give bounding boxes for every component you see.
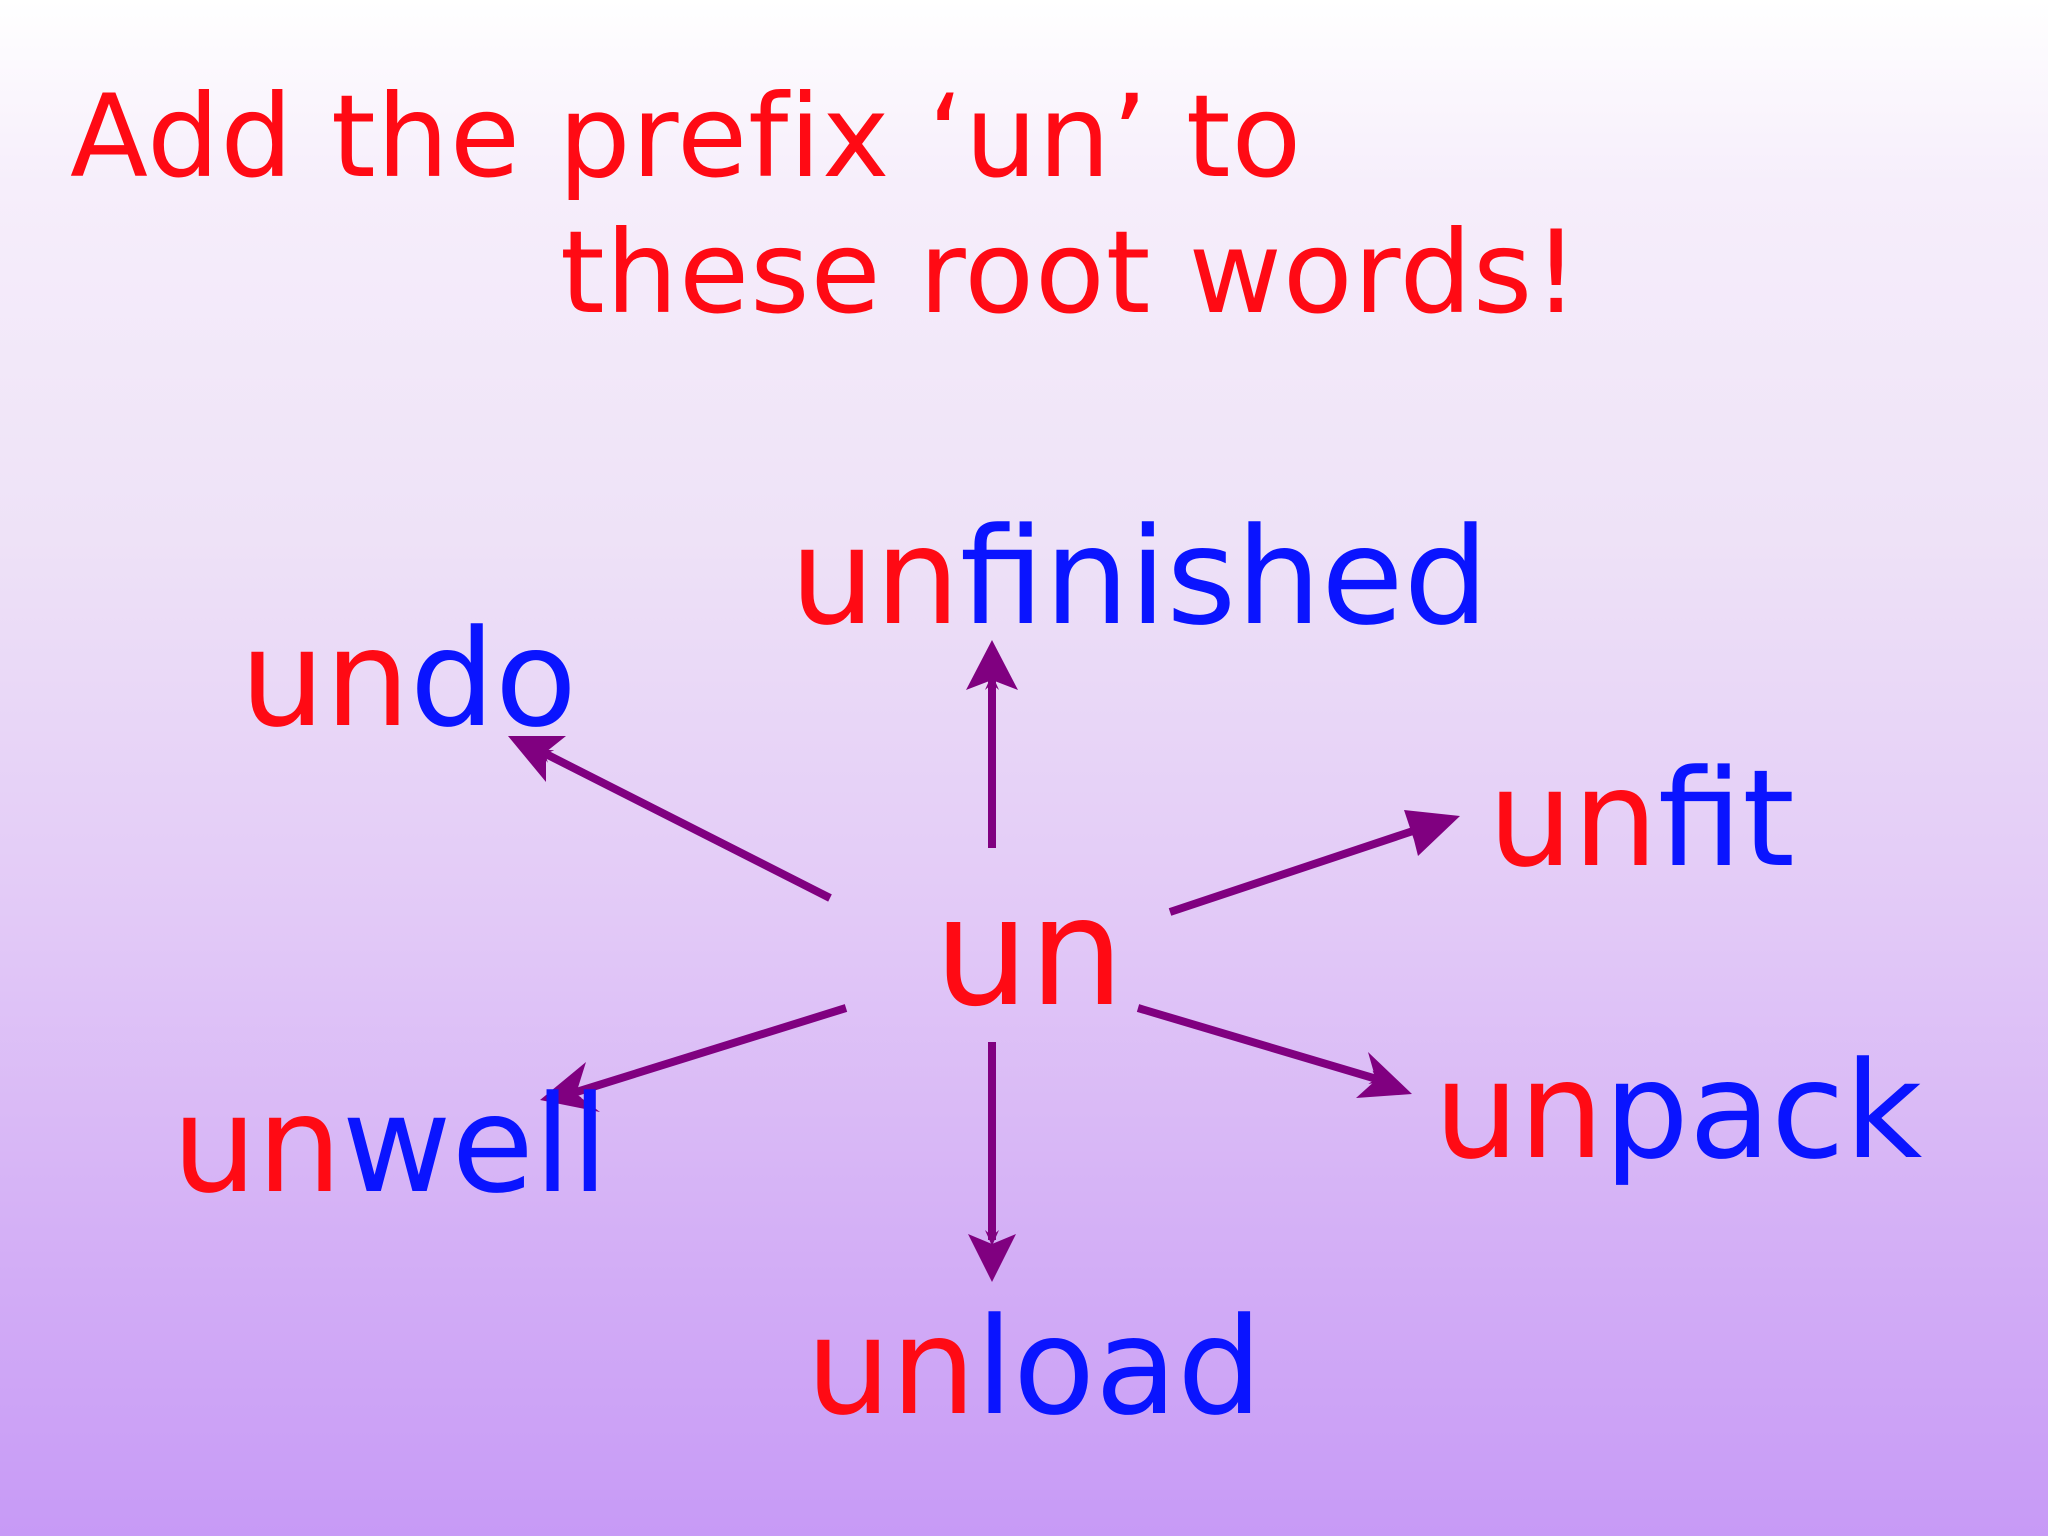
word-prefix: un xyxy=(806,1289,976,1445)
center-prefix: un xyxy=(934,866,1125,1040)
word-prefix: un xyxy=(240,601,410,757)
arrowhead-undo xyxy=(508,736,566,782)
arrowhead-unfinished xyxy=(966,640,1018,690)
arrow-to-undo xyxy=(536,748,832,902)
word-prefix: un xyxy=(1488,741,1658,897)
word-prefix: un xyxy=(1434,1033,1604,1189)
title-line-1: Add the prefix ‘un’ to xyxy=(70,70,1303,203)
arrowhead-unload xyxy=(968,1234,1016,1282)
word-unwell: unwell xyxy=(172,1078,608,1212)
arrow-to-unpack xyxy=(1136,1004,1386,1084)
word-root: do xyxy=(409,601,577,757)
title-line-2: these root words! xyxy=(560,206,1580,339)
arrow-to-unwell xyxy=(564,1004,848,1098)
word-unpack: unpack xyxy=(1434,1044,1922,1178)
word-unfit: unfit xyxy=(1488,752,1795,886)
arrowhead-unfit xyxy=(1404,810,1460,856)
word-undo: undo xyxy=(240,612,577,746)
word-root: fit xyxy=(1657,741,1795,897)
arrowhead-unpack xyxy=(1356,1052,1412,1098)
word-root: well xyxy=(341,1067,609,1223)
arrow-to-unfit xyxy=(1168,822,1434,916)
word-prefix: un xyxy=(172,1067,342,1223)
arrowhead-unwell xyxy=(540,1062,600,1112)
word-root: pack xyxy=(1603,1033,1923,1189)
word-root: load xyxy=(975,1289,1263,1445)
word-prefix: un xyxy=(790,499,960,655)
word-root: finished xyxy=(959,499,1489,655)
word-unload: unload xyxy=(806,1300,1262,1434)
word-unfinished: unfinished xyxy=(790,510,1489,644)
